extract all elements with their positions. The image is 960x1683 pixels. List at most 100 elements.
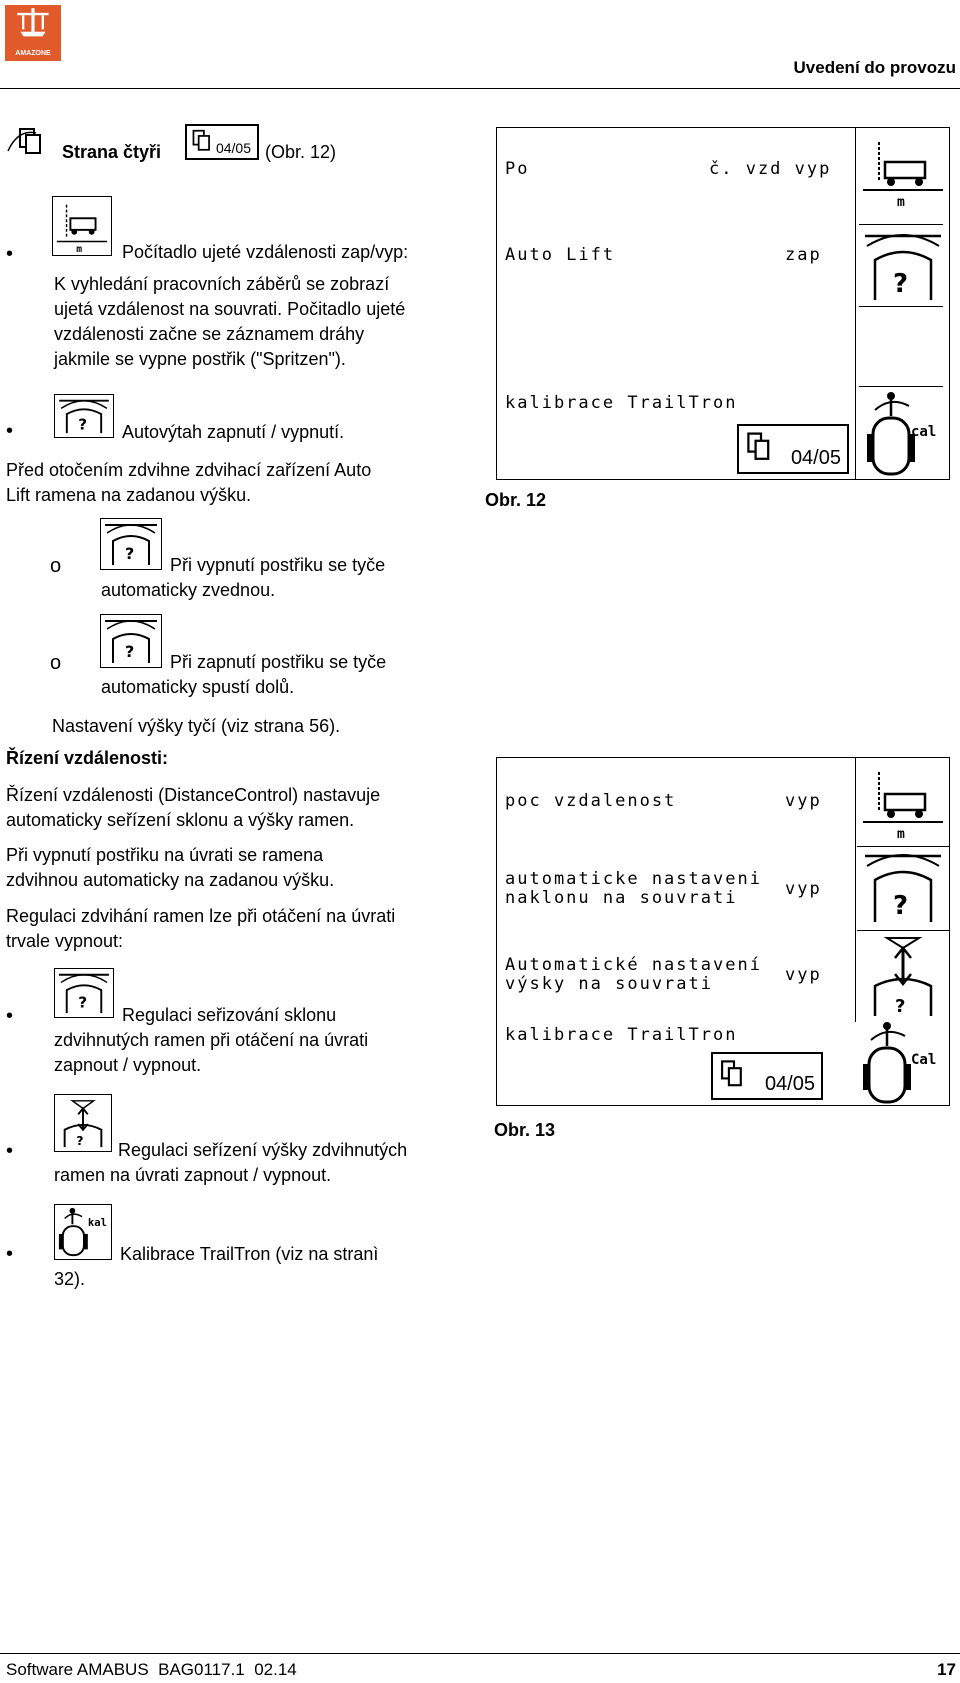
fig12-row2-right: zap bbox=[785, 245, 822, 265]
logo-text: AMAZONE bbox=[15, 50, 51, 57]
sub2-line1: Při zapnutí postřiku se tyče bbox=[170, 652, 387, 672]
sub-bullet: o bbox=[50, 652, 62, 674]
autolift-icon: ? bbox=[54, 394, 114, 438]
page-number-indicator: 04/05 bbox=[215, 140, 251, 156]
question-mark: ? bbox=[125, 642, 134, 661]
distance-p3-1: Regulaci zdvihání ramen lze při otáčení … bbox=[6, 906, 396, 926]
cal-label: cal bbox=[911, 424, 936, 440]
footer-page-number: 17 bbox=[937, 1660, 956, 1679]
question-mark: ? bbox=[895, 996, 905, 1017]
counter-body-4: jakmile se vypne postřik ("Spritzen"). bbox=[54, 349, 346, 369]
calib-line1: Kalibrace TrailTron (viz na stranì bbox=[120, 1244, 379, 1264]
sub-bullet: o bbox=[50, 555, 62, 577]
bullet: • bbox=[6, 1140, 14, 1162]
fig13-divider bbox=[855, 758, 856, 1022]
unit-label: m bbox=[897, 195, 905, 210]
slope-line2: zdvihnutých ramen při otáčení na úvrati bbox=[54, 1030, 369, 1050]
unit-label: m bbox=[76, 244, 82, 255]
distance-p3-2: trvale vypnout: bbox=[6, 931, 124, 951]
distance-p2-2: zdvihnou automaticky na zadanou výšku. bbox=[6, 870, 335, 890]
cal-label: Cal bbox=[911, 1052, 936, 1068]
distance-counter-icon: m bbox=[52, 196, 112, 256]
unit-label: m bbox=[897, 827, 905, 842]
fig12-row1-mid: č. vzd vyp bbox=[709, 159, 832, 179]
sower-icon bbox=[17, 8, 49, 37]
fig12-page-number: 04/05 bbox=[790, 447, 841, 469]
question-mark: ? bbox=[76, 1133, 83, 1148]
counter-body-3: vzdálenosti začne se záznamem dráhy bbox=[54, 324, 365, 344]
slope-line1: Regulaci seřizování sklonu bbox=[122, 1005, 337, 1025]
fig12-trailtron-icon: cal bbox=[859, 390, 947, 478]
question-mark: ? bbox=[125, 544, 134, 563]
fig12-autolift-icon: ? bbox=[859, 228, 947, 306]
fig12-row2-left: Auto Lift bbox=[505, 245, 616, 265]
bullet: • bbox=[6, 1005, 14, 1027]
fig12-counter-icon: m bbox=[859, 132, 947, 212]
bullet: • bbox=[6, 243, 14, 265]
amazone-logo: AMAZONE bbox=[5, 5, 61, 61]
fig12-caption: Obr. 12 bbox=[485, 490, 547, 510]
fig12-row3-left: kalibrace TrailTron bbox=[505, 393, 738, 413]
fig12-panel: Po č. vzd vyp Auto Lift zap kalibrace Tr… bbox=[496, 127, 950, 480]
sub2-line2: automaticky spustí dolů. bbox=[101, 677, 295, 697]
bullet: • bbox=[6, 1243, 14, 1265]
fig13-sep bbox=[857, 846, 949, 847]
fig13-page-number: 04/05 bbox=[764, 1073, 815, 1095]
fig12-sep bbox=[859, 386, 943, 387]
autolift-up-icon: ? bbox=[100, 518, 162, 570]
intro-suffix: (Obr. 12) bbox=[265, 142, 337, 162]
sub1-line2: automaticky zvednou. bbox=[101, 580, 276, 600]
pages-icon bbox=[6, 125, 58, 159]
fig13-panel: poc vzdalenost vyp automaticke nastaveni… bbox=[496, 757, 950, 1106]
fig13-row3-left-a: Automatické nastavení bbox=[505, 955, 762, 975]
fig13-row1-left: poc vzdalenost bbox=[505, 791, 677, 811]
fig13-slope-icon: ? bbox=[859, 848, 947, 928]
fig12-row1-left: Po bbox=[505, 159, 530, 179]
heightreg-line1: Regulaci seřízení výšky zdvihnutých bbox=[118, 1140, 408, 1160]
question-mark: ? bbox=[78, 993, 87, 1011]
fig13-page-indicator: 04/05 bbox=[711, 1052, 823, 1100]
distance-p2-1: Při vypnutí postřiku na úvrati se ramena bbox=[6, 845, 324, 865]
fig13-height-icon: ? bbox=[859, 932, 947, 1020]
pages-icon bbox=[721, 1060, 742, 1087]
pages-icon bbox=[747, 432, 770, 460]
autolift-body-2: Lift ramena na zadanou výšku. bbox=[6, 485, 252, 505]
fig13-row3-right: vyp bbox=[785, 965, 822, 985]
question-mark: ? bbox=[893, 891, 908, 921]
autolift-down-icon: ? bbox=[100, 614, 162, 668]
fig13-row2-left-b: naklonu na souvrati bbox=[505, 888, 738, 908]
fig12-page-indicator: 04/05 bbox=[737, 424, 849, 474]
fig12-divider bbox=[855, 128, 856, 479]
counter-body-2: ujetá vzdálenost na souvrati. Počitadlo … bbox=[54, 299, 406, 319]
fig12-sep bbox=[859, 224, 943, 225]
footer-rule bbox=[0, 1653, 960, 1654]
autolift-title: Autovýtah zapnutí / vypnutí. bbox=[122, 422, 345, 442]
height-note: Nastavení výšky tyčí (viz strana 56). bbox=[52, 716, 341, 736]
footer-left: Software AMABUS BAG0117.1 02.14 bbox=[6, 1660, 297, 1679]
pages-icon bbox=[192, 129, 210, 151]
heightreg-line2: ramen na úvrati zapnout / vypnout. bbox=[54, 1165, 332, 1185]
kal-label: kal bbox=[88, 1217, 107, 1229]
slope-line3: zapnout / vypnout. bbox=[54, 1055, 202, 1075]
distance-heading: Řízení vzdálenosti: bbox=[6, 748, 169, 768]
fig13-row2-left-a: automaticke nastaveni bbox=[505, 869, 762, 889]
fig13-row1-right: vyp bbox=[785, 791, 822, 811]
header-rule bbox=[0, 88, 960, 89]
autolift-body-1: Před otočením zdvihne zdvihací zařízení … bbox=[6, 460, 372, 480]
sub1-line1: Při vypnutí postřiku se tyče bbox=[170, 555, 386, 575]
fig13-sep bbox=[857, 930, 949, 931]
question-mark: ? bbox=[78, 415, 87, 433]
calib-line2: 32). bbox=[54, 1269, 86, 1289]
fig13-trailtron-icon: Cal bbox=[855, 1022, 947, 1106]
slope-regulation-icon: ? bbox=[54, 968, 114, 1018]
question-mark: ? bbox=[893, 269, 908, 299]
counter-body-1: K vyhledání pracovních záběrů se zobrazí bbox=[54, 274, 390, 294]
fig13-row3-left-b: výsky na souvrati bbox=[505, 974, 713, 994]
fig13-caption: Obr. 13 bbox=[494, 1120, 556, 1140]
trailtron-calibration-icon: kal bbox=[54, 1204, 112, 1260]
fig13-counter-icon: m bbox=[859, 762, 947, 844]
distance-p1-2: automaticky seřízení sklonu a výšky rame… bbox=[6, 810, 355, 830]
page-indicator: 04/05 bbox=[185, 124, 259, 160]
fig12-sep bbox=[859, 306, 943, 307]
height-regulation-icon: ? bbox=[54, 1094, 112, 1152]
